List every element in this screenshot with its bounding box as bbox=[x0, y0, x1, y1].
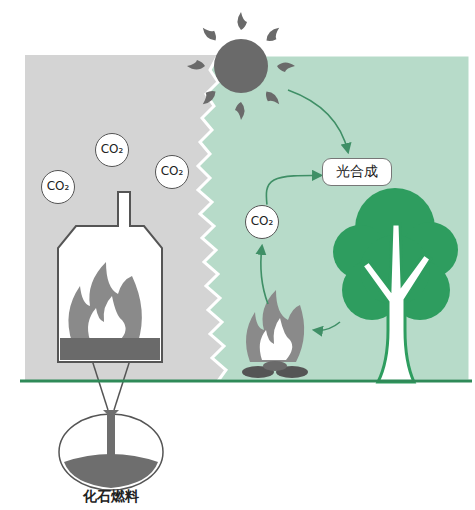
co2-bubble: CO₂ bbox=[41, 170, 75, 204]
co2-bubble: CO₂ bbox=[95, 133, 129, 167]
tree-icon bbox=[333, 188, 458, 382]
gas-label: CO₂ bbox=[47, 180, 70, 193]
ground-line bbox=[20, 380, 472, 383]
sun-icon bbox=[187, 12, 295, 120]
co2-bubble: CO₂ bbox=[245, 205, 279, 239]
gas-label: CO₂ bbox=[161, 165, 184, 178]
furnace-icon bbox=[58, 192, 162, 362]
gas-label: CO₂ bbox=[101, 143, 124, 156]
biomass-panel bbox=[198, 55, 470, 381]
sun-rays bbox=[187, 12, 295, 120]
gas-label: CO₂ bbox=[251, 215, 274, 228]
caption-label: 化石燃料 bbox=[83, 488, 139, 506]
process-box: 光合成 bbox=[322, 158, 392, 186]
emission-arrow bbox=[261, 246, 268, 304]
process-label: 光合成 bbox=[336, 164, 378, 179]
fossil-panel bbox=[25, 55, 225, 381]
co2-bubble: CO₂ bbox=[155, 155, 189, 189]
sunlight-arrow bbox=[288, 90, 348, 152]
sun-disc bbox=[214, 39, 268, 93]
flow-arrow bbox=[266, 175, 321, 204]
wood-arrow bbox=[314, 322, 340, 330]
biomass-fire bbox=[242, 290, 308, 378]
tree-trunk bbox=[362, 224, 431, 382]
